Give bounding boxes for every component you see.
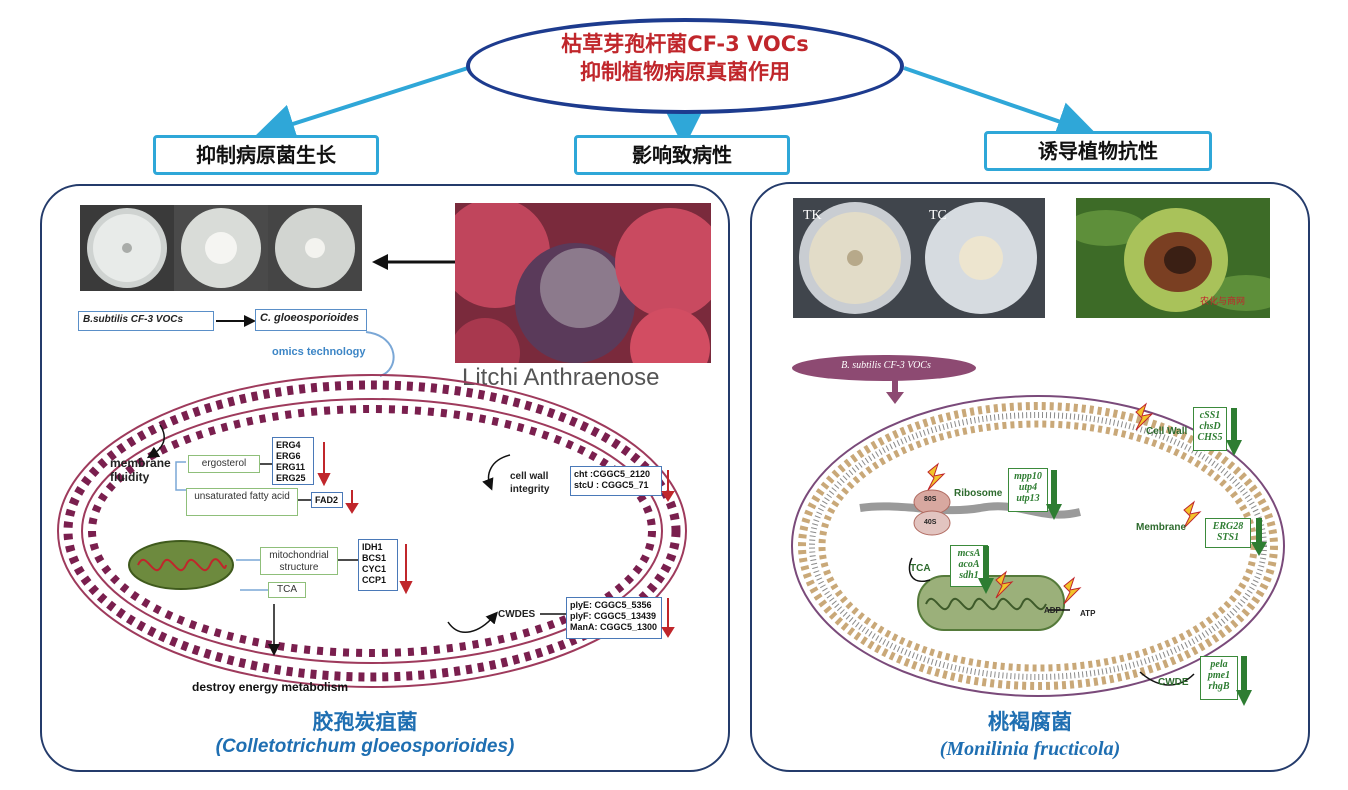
vocs-label: B. subtilis CF-3 VOCs	[841, 360, 931, 371]
left-connectors	[146, 424, 675, 656]
cwde-gene-1: pela	[1210, 659, 1228, 670]
cwdes-label: CWDES	[498, 609, 536, 620]
branch-plant-resistance: 诱导植物抗性	[984, 131, 1212, 171]
ribosome-40s-label: 40S	[924, 519, 937, 526]
litchi-to-dish-arrow	[372, 254, 458, 270]
mito-gene-3: CYC1	[362, 564, 387, 574]
arrow-to-right-branch	[903, 66, 1097, 141]
erg-gene-3: ERG11	[276, 462, 306, 472]
fad2-box: FAD2	[311, 492, 343, 508]
red-down-arrows	[317, 442, 675, 638]
cell-wall-label: Cell Wall	[1146, 426, 1188, 437]
mito-gene-1: IDH1	[362, 542, 383, 552]
peach-drawing	[1076, 198, 1270, 318]
petri-tk-tc-photo: TK TC	[793, 198, 1045, 318]
cell-wall-integrity-label: cell wall integrity	[510, 471, 550, 495]
vocs-callout	[792, 355, 976, 404]
tca-gene-2: acoA	[958, 559, 980, 570]
omics-curve	[365, 331, 395, 377]
right-caption-latin: (Monilinia fructicola)	[939, 738, 1121, 760]
branch-inhibit-growth: 抑制病原菌生长	[153, 135, 379, 175]
ribosome-label: Ribosome	[954, 488, 1003, 499]
rib-gene-3: utp13	[1016, 493, 1040, 504]
cwde-gene-2: pme1	[1207, 670, 1231, 681]
cwdes-genes-box: plyE: CGGC5_5356 plyF: CGGC5_13439 ManA:…	[566, 597, 662, 639]
mitochondrial-structure-box: mitochondrial structure	[260, 547, 338, 575]
erg-genes-box: ERG4 ERG6 ERG11 ERG25	[272, 437, 314, 485]
membrane-genes: ERG28 STS1	[1205, 518, 1251, 548]
mem-gene-1: ERG28	[1212, 521, 1244, 532]
right-caption-chinese: 桃褐腐菌	[988, 710, 1072, 734]
adp-label: ADP	[1044, 606, 1061, 615]
left-caption-chinese: 胶孢炭疽菌	[312, 710, 418, 734]
cwde-genes: pela pme1 rhgB	[1200, 656, 1238, 700]
tca-label-right: TCA	[910, 563, 931, 574]
connector-arrows	[254, 66, 1097, 148]
cwdes-gene-1: plyE: CGGC5_5356	[570, 600, 652, 610]
cw-genes-box: cht :CGGC5_2120 stcU : CGGC5_71	[570, 466, 662, 496]
cw-gene-1: cht :CGGC5_2120	[574, 469, 651, 479]
flow-arrow	[216, 315, 256, 327]
cw-gene-right-2: chsD	[1199, 421, 1221, 432]
rib-gene-1: mpp10	[1014, 471, 1042, 482]
cw-gene-2: stcU : CGGC5_71	[574, 480, 649, 490]
cwde-label: CWDE	[1158, 677, 1189, 688]
bsubtilis-vocs-box: B.subtilis CF-3 VOCs	[78, 311, 214, 331]
title-ellipse	[466, 18, 904, 114]
tca-box-left: TCA	[268, 582, 306, 598]
cwdes-gene-3: ManA: CGGC5_1300	[570, 622, 658, 632]
cw-gene-right-1: cSS1	[1199, 410, 1221, 421]
tca-gene-1: mcsA	[957, 548, 981, 559]
cell-membrane-drawing	[57, 374, 687, 688]
membrane-label: Membrane	[1136, 522, 1187, 533]
tca-genes: mcsA acoA sdh1	[950, 545, 988, 587]
plate-tk-label: TK	[803, 208, 822, 223]
ergosterol-box: ergosterol	[188, 455, 260, 473]
mito-gene-2: BCS1	[362, 553, 387, 563]
erg-gene-2: ERG6	[276, 451, 301, 461]
litchi-drawing	[455, 203, 711, 363]
title-line-1: 枯草芽孢杆菌CF-3 VOCs	[561, 32, 809, 56]
cw-genes-right: cSS1 chsD CHS5	[1193, 407, 1227, 451]
left-caption-latin: (Colletotrichum gloeosporioides)	[215, 736, 515, 757]
mito-genes-box: IDH1 BCS1 CYC1 CCP1	[358, 539, 398, 591]
mitochondrion-icon	[128, 540, 234, 590]
atp-label: ATP	[1080, 609, 1096, 618]
cwdes-gene-2: plyF: CGGC5_13439	[570, 611, 657, 621]
main-title: 枯草芽孢杆菌CF-3 VOCs 抑制植物病原真菌作用	[466, 30, 904, 86]
arrow-to-left-branch	[254, 66, 469, 143]
branch-pathogenicity: 影响致病性	[574, 135, 790, 175]
peach-watermark: 农化与商网	[1200, 297, 1246, 307]
erg-gene-1: ERG4	[276, 440, 301, 450]
title-line-2: 抑制植物病原真菌作用	[580, 60, 790, 84]
ribosome-80s-label: 80S	[924, 496, 937, 503]
unsaturated-fatty-acid-box: unsaturated fatty acid	[186, 488, 298, 516]
erg-gene-4: ERG25	[276, 473, 306, 483]
mito-gene-4: CCP1	[362, 575, 387, 585]
omics-technology-label: omics technology	[272, 346, 366, 358]
plate-tc-label: TC	[929, 208, 947, 223]
c-gloeosporioides-box: C. gloeosporioides	[255, 309, 367, 331]
litchi-photo: Litchi Anthraenose	[455, 203, 711, 363]
petri-dish-drawing	[80, 205, 362, 291]
cw-gene-right-3: CHS5	[1197, 432, 1223, 443]
petri-tk-tc-drawing	[793, 198, 1045, 318]
rib-gene-2: utp4	[1018, 482, 1038, 493]
destroy-energy-metabolism-label: destroy energy metabolism	[192, 680, 349, 694]
ribosome-genes: mpp10 utp4 utp13	[1008, 468, 1048, 512]
tca-gene-3: sdh1	[959, 570, 979, 581]
membrane-fluidity-label: membrane fluidity	[110, 456, 171, 484]
petri-dish-photo	[80, 205, 362, 291]
peach-photo: 农化与商网	[1076, 198, 1270, 318]
cwde-gene-3: rhgB	[1208, 681, 1230, 692]
mem-gene-2: STS1	[1216, 532, 1240, 543]
